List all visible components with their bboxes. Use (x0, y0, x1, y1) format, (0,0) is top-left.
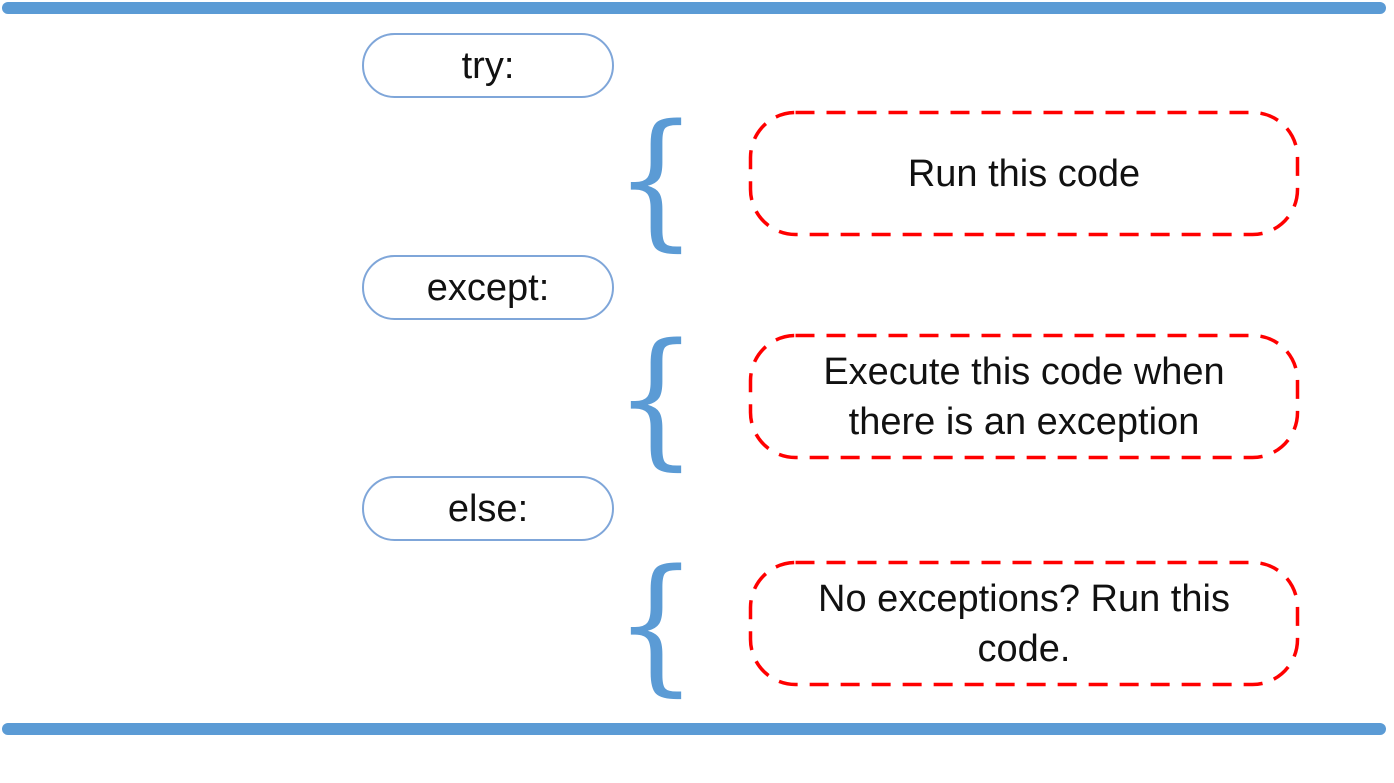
keyword-box-try: try: (362, 33, 614, 98)
left-brace-icon: { (614, 312, 698, 484)
code-description-text: Run this code (748, 110, 1300, 237)
keyword-label-try: try: (461, 44, 515, 87)
left-brace-icon: { (614, 93, 698, 265)
code-description-line: Execute this code when (823, 350, 1225, 393)
code-description-text: No exceptions? Run this code. (748, 560, 1300, 687)
code-description-box-try: Run this code (748, 110, 1300, 237)
top-divider-line (2, 2, 1386, 14)
keyword-box-except: except: (362, 255, 614, 320)
left-brace-icon: { (614, 538, 698, 710)
keyword-label-else: else: (447, 487, 529, 530)
code-description-line: there is an exception (848, 400, 1200, 443)
keyword-label-except: except: (426, 266, 550, 309)
dashed-outline (748, 110, 1300, 237)
code-description-line: code. (977, 627, 1071, 670)
bottom-divider-line (2, 723, 1386, 735)
code-description-line: No exceptions? Run this (818, 577, 1230, 620)
dashed-outline (748, 333, 1300, 460)
code-description-text: Execute this code when there is an excep… (748, 333, 1300, 460)
code-description-box-except: Execute this code when there is an excep… (748, 333, 1300, 460)
code-description-box-else: No exceptions? Run this code. (748, 560, 1300, 687)
keyword-box-else: else: (362, 476, 614, 541)
dashed-outline (748, 560, 1300, 687)
code-description-line: Run this code (907, 152, 1141, 195)
